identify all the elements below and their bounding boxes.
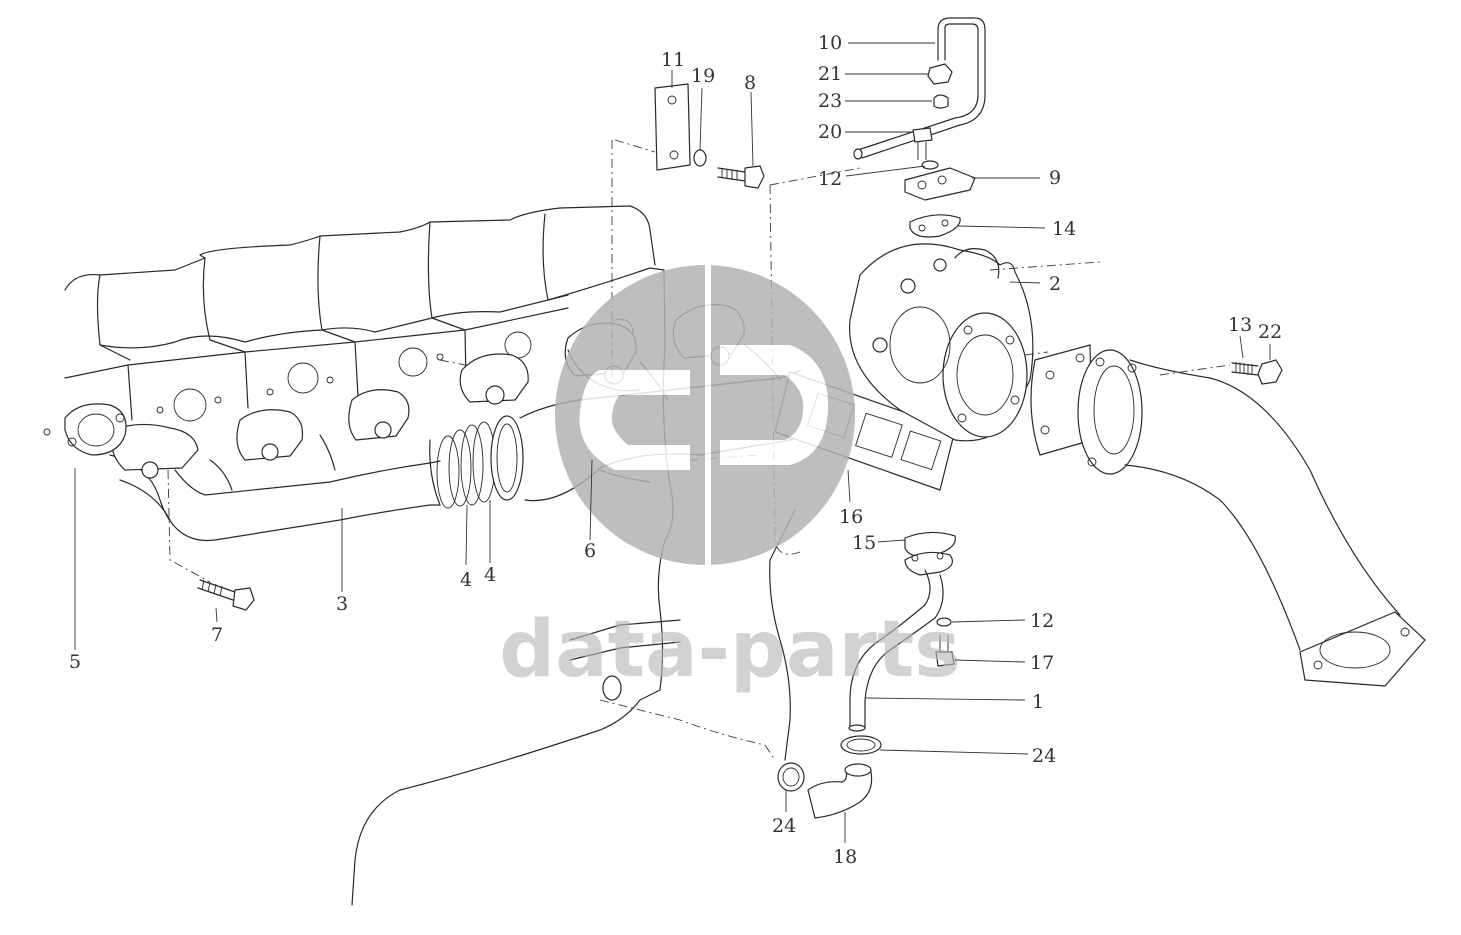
turbocharger-part-2 [848, 243, 1034, 442]
callout-23: 23 [818, 90, 842, 112]
callout-20: 20 [818, 121, 842, 143]
callout-8: 8 [744, 72, 756, 94]
callout-4-right: 4 [484, 564, 496, 586]
callout-4-left: 4 [460, 569, 472, 591]
callout-3: 3 [336, 593, 348, 615]
callout-12-lower: 12 [1030, 610, 1054, 632]
callout-24-left: 24 [772, 815, 796, 837]
gasket-part-5 [64, 403, 127, 456]
watermark-text: data-parts [499, 605, 960, 695]
callout-19: 19 [691, 65, 715, 87]
exhaust-manifold-front [109, 389, 441, 542]
callout-24-right: 24 [1032, 745, 1056, 767]
bracket-11-washer-19-bolt-8 [654, 83, 765, 189]
callout-15: 15 [852, 532, 876, 554]
callout-14: 14 [1052, 218, 1076, 240]
callout-labels: 10 21 23 20 12 9 14 2 11 19 8 13 22 16 1… [69, 32, 1282, 868]
bolt-part-7 [197, 579, 255, 611]
callout-6: 6 [584, 540, 596, 562]
callout-16: 16 [839, 506, 863, 528]
callout-9: 9 [1049, 167, 1061, 189]
callout-17: 17 [1030, 652, 1054, 674]
oil-return-pipe-part-1 [848, 531, 956, 732]
stud-13-and-nut-22 [1231, 359, 1283, 385]
oil-feed-pipe-part-10 [853, 17, 986, 238]
data-parts-watermark: data-parts [499, 236, 961, 695]
outlet-flange-and-pipe [1030, 344, 1426, 687]
callout-11: 11 [661, 49, 685, 71]
callout-18: 18 [833, 846, 857, 868]
callout-7: 7 [211, 624, 223, 646]
hose-18-clamps-24 [777, 735, 882, 819]
callout-leaders [74, 42, 1271, 843]
sealing-rings-part-4 [429, 415, 524, 509]
callout-10: 10 [818, 32, 842, 54]
callout-2: 2 [1049, 273, 1061, 295]
callout-13: 13 [1228, 314, 1252, 336]
callout-12-upper: 12 [818, 168, 842, 190]
callout-1: 1 [1032, 691, 1044, 713]
callout-21: 21 [818, 63, 842, 85]
callout-22: 22 [1258, 321, 1282, 343]
callout-5: 5 [69, 651, 81, 673]
